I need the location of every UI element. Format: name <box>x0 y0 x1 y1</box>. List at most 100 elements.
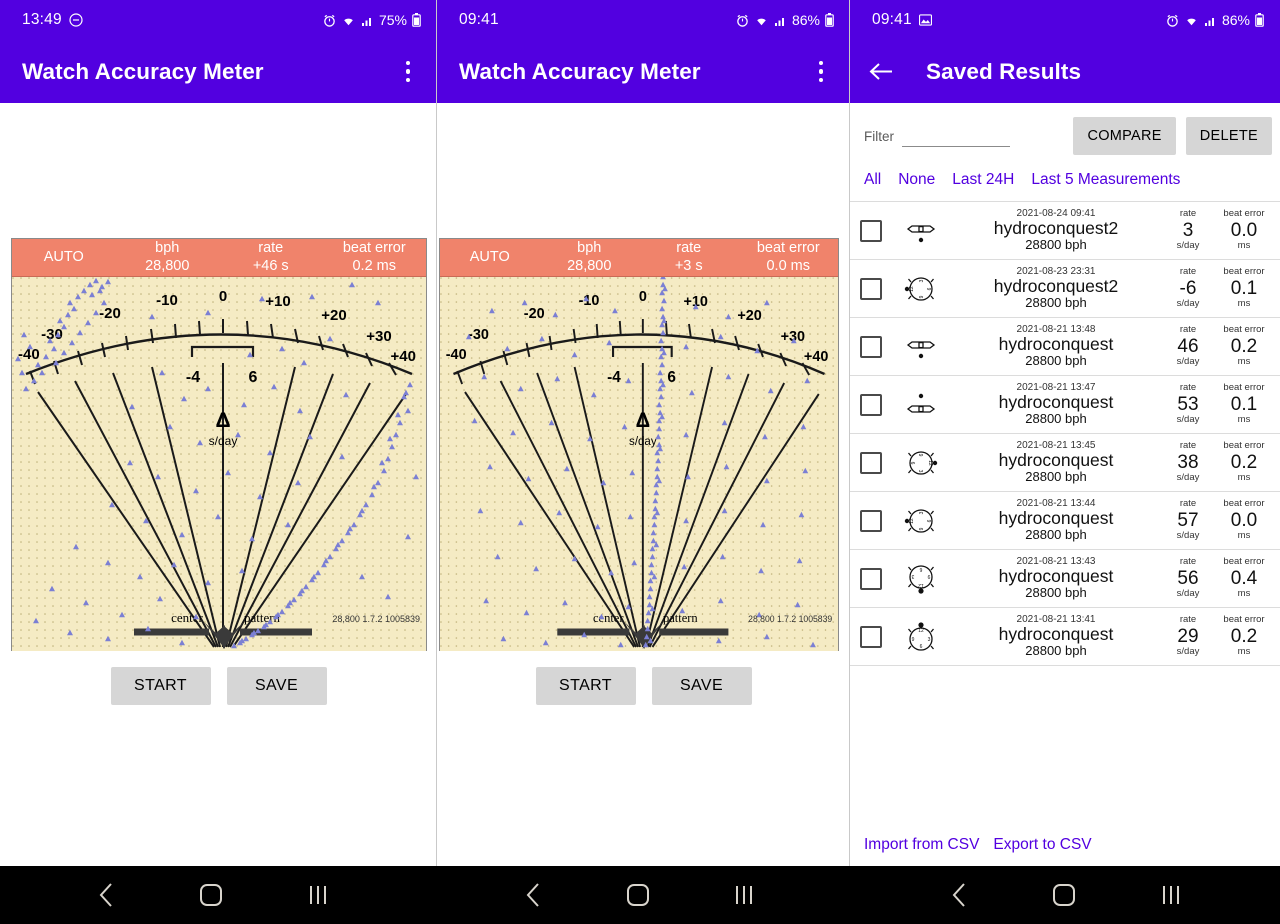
row-bph: 28800 bph <box>1025 295 1087 311</box>
beat-error-label: beat error <box>1223 382 1265 394</box>
row-checkbox[interactable] <box>860 625 882 648</box>
saved-toolbar: Filter COMPARE DELETE <box>850 103 1280 155</box>
row-checkbox[interactable] <box>860 393 882 416</box>
page-title: Watch Accuracy Meter <box>22 58 264 84</box>
svg-text:-30: -30 <box>41 326 63 343</box>
row-name: hydroconquest2 <box>993 276 1119 297</box>
chart-version: 28,800 1.7.2 1005839 <box>748 614 832 624</box>
rate-unit: s/day <box>1176 298 1200 310</box>
rate-value: 38 <box>1177 451 1199 473</box>
nav-home-icon[interactable] <box>199 883 223 907</box>
back-arrow-icon[interactable] <box>864 55 898 89</box>
quick-filter-all[interactable]: All <box>864 171 882 188</box>
timing-chart-1[interactable]: AUTO bph 28,800 rate +46 s beat error 0.… <box>11 238 427 651</box>
row-timestamp: 2021-08-21 13:48 <box>1016 323 1096 335</box>
nav-back-icon[interactable] <box>951 882 968 908</box>
svg-text:6: 6 <box>927 519 933 522</box>
wifi-icon <box>754 14 769 27</box>
nav-recents-icon[interactable] <box>733 883 755 907</box>
quick-filter-last-5[interactable]: Last 5 Measurements <box>1031 171 1181 188</box>
svg-text:+30: +30 <box>781 329 805 345</box>
rate-unit: s/day <box>1176 646 1200 658</box>
app-bar: Saved Results <box>850 40 1280 103</box>
svg-text:-40: -40 <box>446 347 467 363</box>
beat-error-label: beat error <box>1223 440 1265 452</box>
beat-error-unit: ms <box>1237 472 1251 484</box>
rate-unit: s/day <box>1176 414 1200 426</box>
export-csv-link[interactable]: Export to CSV <box>993 836 1092 853</box>
svg-text:3: 3 <box>919 279 925 282</box>
rate-label: rate <box>1179 440 1197 452</box>
beat-error-unit: ms <box>1237 240 1251 252</box>
svg-text:+30: +30 <box>366 328 391 345</box>
nav-back-icon[interactable] <box>525 882 542 908</box>
row-checkbox[interactable] <box>860 567 882 590</box>
delete-button[interactable]: DELETE <box>1185 117 1272 155</box>
row-timestamp: 2021-08-21 13:43 <box>1016 555 1096 567</box>
chart-plot-area-1: -40 -30 -20 -10 0 +10 +20 +30 +40 <box>12 277 426 651</box>
chart-rate-label: rate <box>676 239 702 256</box>
svg-text:0: 0 <box>219 288 227 305</box>
timing-chart-2[interactable]: AUTO bph 28,800 rate +3 s beat error 0.0… <box>439 238 839 651</box>
status-battery-text: 86% <box>791 12 820 28</box>
compare-button[interactable]: COMPARE <box>1073 117 1176 155</box>
svg-text:3: 3 <box>919 511 925 514</box>
chart-mode: AUTO <box>469 248 510 265</box>
alarm-icon <box>736 14 749 27</box>
nav-recents-icon[interactable] <box>307 883 329 907</box>
save-button[interactable]: SAVE <box>226 667 327 705</box>
chart-bph: bph 28,800 <box>116 240 220 275</box>
beat-error-label: beat error <box>1223 614 1265 626</box>
row-bph: 28800 bph <box>1025 643 1087 659</box>
panel-divider-1 <box>436 0 437 924</box>
row-checkbox[interactable] <box>860 335 882 358</box>
signal-icon <box>361 14 374 27</box>
row-checkbox[interactable] <box>860 451 882 474</box>
row-checkbox[interactable] <box>860 219 882 242</box>
chart-rate-value: +46 s <box>252 257 289 274</box>
rate-label: rate <box>1179 266 1197 278</box>
nav-home-icon[interactable] <box>626 883 650 907</box>
nav-back-icon[interactable] <box>98 882 115 908</box>
start-button[interactable]: START <box>110 667 211 705</box>
watch-position-icon <box>892 383 950 427</box>
filter-input[interactable] <box>902 125 1010 147</box>
row-checkbox[interactable] <box>860 277 882 300</box>
quick-filter-last-24h[interactable]: Last 24H <box>952 171 1015 188</box>
kebab-menu-icon[interactable] <box>806 54 836 90</box>
nav-recents-icon[interactable] <box>1160 883 1182 907</box>
signal-icon <box>1204 14 1217 27</box>
beat-error-unit: ms <box>1237 414 1251 426</box>
svg-text:6: 6 <box>909 461 915 464</box>
start-button[interactable]: START <box>535 667 636 705</box>
chart-header: AUTO bph 28,800 rate +3 s beat error 0.0… <box>440 239 838 277</box>
nav-home-icon[interactable] <box>1052 883 1076 907</box>
kebab-menu-icon[interactable] <box>393 54 423 90</box>
quick-filter-none[interactable]: None <box>898 171 936 188</box>
import-csv-link[interactable]: Import from CSV <box>864 836 980 853</box>
panel-measure-1: 13:49 75% <box>0 0 437 924</box>
save-button[interactable]: SAVE <box>651 667 752 705</box>
chart-mode: AUTO <box>43 248 84 265</box>
row-checkbox[interactable] <box>860 509 882 532</box>
